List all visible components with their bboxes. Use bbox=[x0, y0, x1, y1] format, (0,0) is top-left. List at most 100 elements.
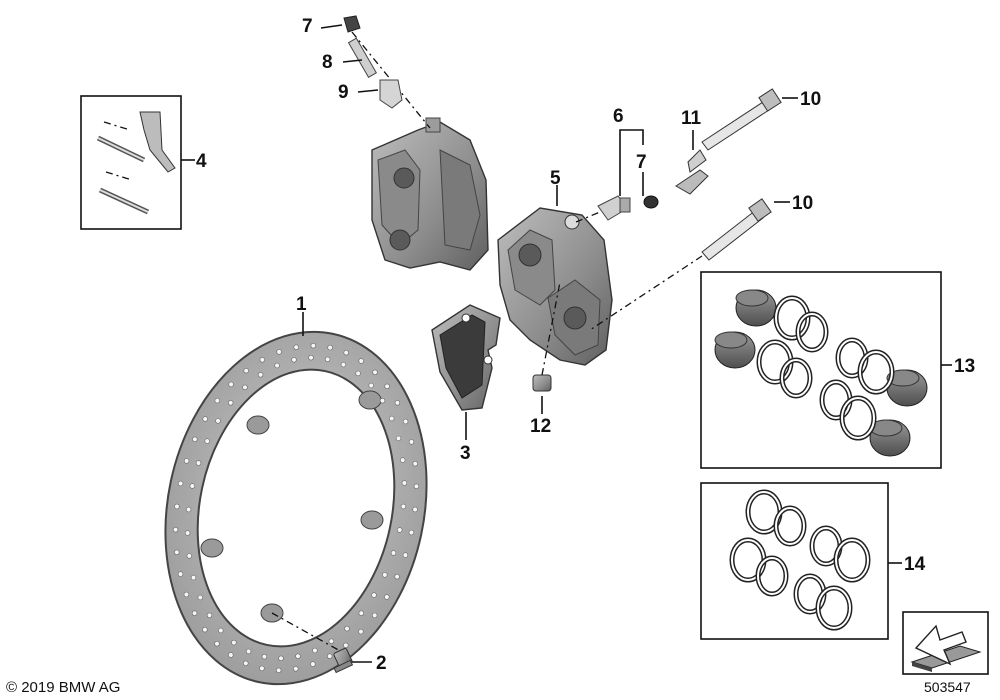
disc-hole bbox=[372, 369, 378, 375]
disc-hole bbox=[245, 648, 252, 655]
disc-hole bbox=[394, 400, 401, 406]
kit-box-seals bbox=[700, 482, 889, 640]
disc-hole bbox=[215, 418, 221, 424]
bleed-valve-right bbox=[575, 195, 659, 223]
brake-caliper-left bbox=[371, 117, 489, 271]
disc-hole bbox=[172, 526, 179, 533]
callout-12: 12 bbox=[530, 416, 551, 437]
disc-hole bbox=[395, 435, 402, 442]
disc-hole bbox=[228, 400, 234, 406]
disc-hole bbox=[382, 572, 388, 578]
disc-hole bbox=[174, 503, 180, 510]
disc-hole bbox=[384, 383, 390, 389]
disc-hole bbox=[231, 639, 237, 646]
leader-lines bbox=[181, 24, 952, 663]
callout-9: 9 bbox=[338, 82, 349, 103]
disc-hole bbox=[358, 628, 364, 635]
bleed-screw-top bbox=[379, 79, 403, 109]
disc-hole bbox=[195, 460, 202, 466]
piston bbox=[869, 419, 911, 457]
callout-11: 11 bbox=[681, 108, 702, 129]
disc-hole bbox=[174, 549, 180, 555]
disc-hole bbox=[389, 415, 395, 422]
disc-hole bbox=[189, 483, 196, 489]
spring-clip bbox=[675, 149, 709, 195]
diagram-number: 503547 bbox=[924, 679, 971, 695]
bleed-cap-top bbox=[343, 15, 361, 33]
disc-hole bbox=[412, 461, 418, 467]
disc-hole bbox=[412, 506, 418, 513]
disc-hole bbox=[274, 362, 280, 369]
guide-pin-lower bbox=[589, 198, 772, 331]
direction-arrow-icon bbox=[902, 611, 989, 675]
disc-hole bbox=[372, 612, 378, 619]
disc-hole bbox=[192, 436, 198, 442]
disc-hole bbox=[324, 356, 331, 362]
o-ring-seal bbox=[815, 585, 853, 631]
kit-seals-illustration bbox=[729, 489, 871, 631]
disc-hole bbox=[291, 357, 297, 363]
disc-hole bbox=[312, 647, 318, 654]
callout-5: 5 bbox=[550, 168, 561, 189]
disc-hole bbox=[276, 349, 282, 355]
o-ring-seal bbox=[857, 349, 895, 395]
disc-hole bbox=[327, 653, 333, 659]
piston bbox=[735, 289, 777, 327]
disc-hole bbox=[214, 397, 221, 404]
disc-lug bbox=[358, 390, 382, 410]
o-ring-seal bbox=[779, 357, 813, 399]
disc-hole bbox=[400, 457, 406, 463]
disc-hole bbox=[184, 530, 191, 536]
disc-hole bbox=[257, 372, 264, 378]
disc-lug bbox=[360, 510, 384, 530]
kit-pistons-illustration bbox=[714, 289, 928, 457]
disc-hole bbox=[340, 361, 347, 368]
disc-hole bbox=[310, 661, 316, 667]
disc-hole bbox=[355, 370, 361, 377]
disc-hole bbox=[276, 667, 282, 673]
kit-pins-illustration bbox=[96, 111, 176, 215]
disc-hole bbox=[402, 418, 409, 425]
callout-labels: 1 2 3 4 5 6 7 7 8 9 10 10 11 12 13 14 bbox=[196, 16, 975, 674]
o-ring-seal bbox=[773, 295, 811, 341]
piston bbox=[714, 331, 756, 369]
disc-hole bbox=[183, 591, 190, 598]
disc-hole bbox=[242, 384, 248, 390]
disc-hole bbox=[218, 627, 224, 634]
disc-hole bbox=[214, 640, 220, 647]
callout-3: 3 bbox=[460, 443, 471, 464]
disc-hole bbox=[186, 553, 193, 559]
disc-hole bbox=[278, 655, 284, 661]
disc-hole bbox=[191, 610, 198, 616]
disc-hole bbox=[413, 483, 420, 489]
disc-hole bbox=[402, 552, 409, 558]
callout-4: 4 bbox=[196, 151, 207, 172]
disc-hole bbox=[183, 458, 190, 464]
disc-bolt bbox=[271, 612, 354, 674]
callout-6: 6 bbox=[613, 106, 624, 127]
disc-lug bbox=[200, 538, 224, 558]
disc-hole bbox=[343, 642, 349, 648]
disc-hole bbox=[344, 625, 350, 632]
disc-hole bbox=[394, 573, 400, 580]
o-ring-seal bbox=[795, 311, 829, 353]
disc-lug bbox=[246, 415, 270, 435]
disc-hole bbox=[190, 574, 197, 581]
disc-hole bbox=[261, 653, 268, 660]
disc-hole bbox=[358, 358, 364, 364]
disc-hole bbox=[204, 438, 210, 444]
o-ring-seal bbox=[755, 555, 789, 597]
disc-hole bbox=[401, 480, 408, 486]
disc-hole bbox=[384, 594, 390, 600]
disc-hole bbox=[408, 439, 415, 445]
kit-box-pins bbox=[80, 95, 182, 230]
disc-hole bbox=[197, 594, 204, 601]
disc-hole bbox=[343, 350, 349, 356]
callout-8: 8 bbox=[322, 52, 333, 73]
disc-hole bbox=[295, 653, 301, 659]
o-ring-seal bbox=[773, 505, 807, 547]
disc-hole bbox=[185, 506, 192, 513]
disc-hole bbox=[228, 381, 234, 388]
disc-hole bbox=[177, 571, 184, 577]
